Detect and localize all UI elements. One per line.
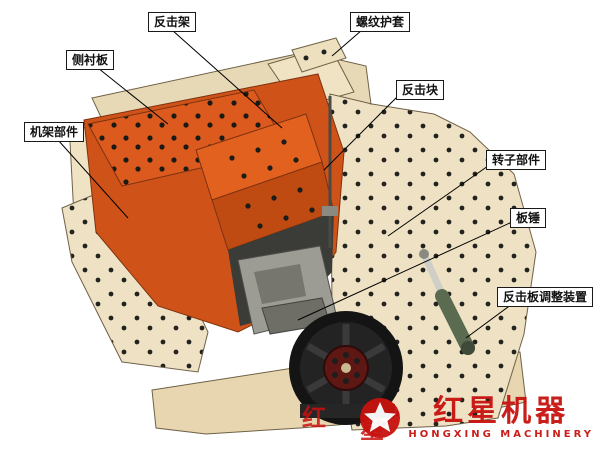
label-frame-parts: 机架部件	[24, 122, 85, 142]
brand-watermark: 红星机器 HONGXING MACHINERY	[358, 396, 594, 440]
label-impact-block: 反击块	[396, 80, 445, 100]
callout-line-impact-frame	[171, 29, 283, 129]
label-rotor-parts: 转子部件	[486, 150, 547, 170]
label-impact-frame: 反击架	[148, 12, 197, 32]
label-threaded-sleeve: 螺纹护套	[350, 12, 411, 32]
callout-line-side-liner	[97, 67, 169, 125]
callout-line-rotor-parts	[387, 165, 489, 237]
label-impact-plate-adjuster: 反击板调整装置	[497, 287, 594, 307]
callout-line-threaded-sleeve	[331, 29, 363, 57]
callout-line-frame-parts	[57, 139, 129, 219]
brand-name-cn: 红星机器	[433, 393, 570, 429]
callout-line-blow-bar	[297, 221, 513, 321]
label-blow-bar: 板锤	[510, 208, 547, 228]
threaded-sleeve-part	[291, 37, 347, 73]
label-side-liner-plate: 侧衬板	[66, 50, 115, 70]
bolt-icon	[321, 49, 327, 55]
hongxing-star-logo-icon	[360, 398, 401, 438]
liner-bolts	[229, 139, 299, 179]
bolt-icon	[303, 55, 309, 61]
rotor-detail	[254, 264, 306, 304]
brand-name-en: HONGXING MACHINERY	[408, 428, 594, 440]
rod-bracket	[322, 206, 338, 216]
watermark-faint-char: 红	[302, 404, 326, 432]
flywheel	[289, 311, 403, 425]
callout-line-adjuster	[465, 303, 513, 339]
liner-bolts	[245, 187, 315, 229]
callout-lines	[57, 29, 513, 339]
impact-plate-adjusting-device	[419, 249, 475, 355]
callout-line-impact-block	[323, 95, 399, 171]
